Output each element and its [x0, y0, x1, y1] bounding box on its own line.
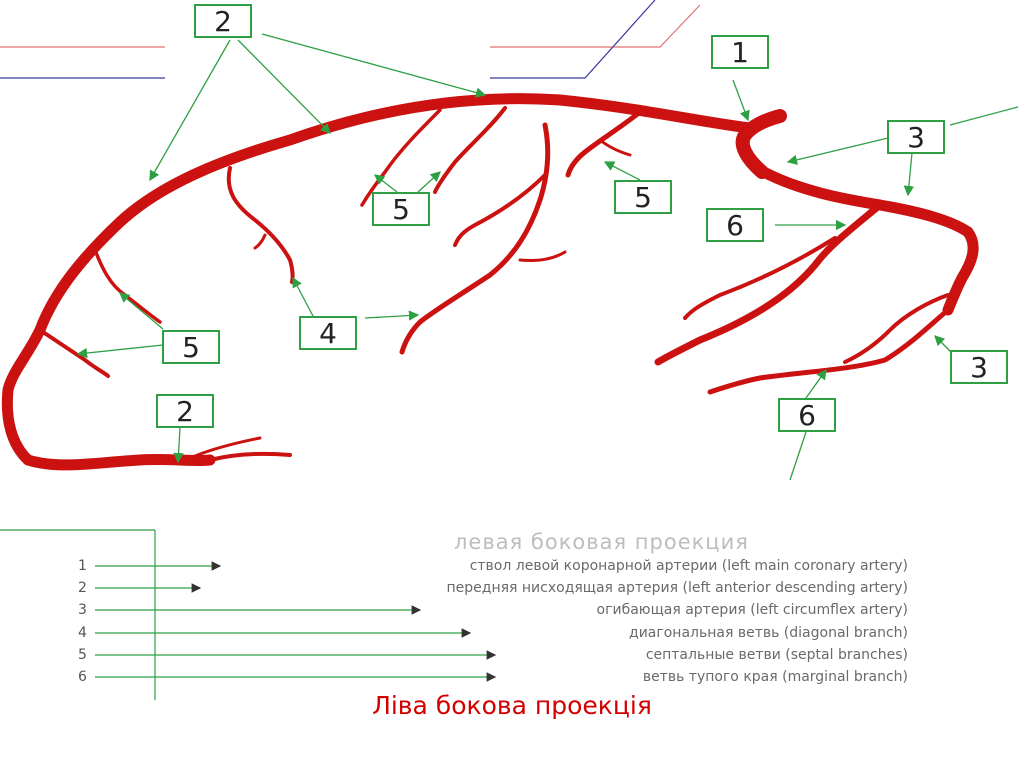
slide-caption: Ліва бокова проекція [372, 691, 652, 720]
callout-label-5-right: 5 [614, 180, 672, 214]
artery-tree [1, 93, 979, 471]
legend-item-text: огибающая артерия (left circumflex arter… [596, 602, 908, 618]
legend-item-text: ветвь тупого края (marginal branch) [642, 669, 908, 685]
callout-label-2-top: 2 [194, 4, 252, 38]
callout-label-4: 4 [299, 316, 357, 350]
legend-item-text: диагональная ветвь (diagonal branch) [629, 625, 908, 641]
legend-number: 6 [78, 669, 87, 685]
legend-number: 3 [78, 602, 87, 618]
legend-item-text: ствол левой коронарной артерии (left mai… [469, 558, 908, 574]
callout-label-3-top: 3 [887, 120, 945, 154]
callout-label-6-upper: 6 [706, 208, 764, 242]
legend-number: 2 [78, 580, 87, 596]
marginal-branch-2 [707, 307, 951, 395]
callout-label-2-bottom: 2 [156, 394, 214, 428]
legend-number: 1 [78, 558, 87, 574]
septal-branch-3 [93, 248, 162, 324]
septal-branch-1 [433, 106, 507, 194]
legend-item-text: передняя нисходящая артерия (left anteri… [446, 580, 909, 596]
callout-label-1: 1 [711, 35, 769, 69]
decorative-lines [0, 0, 701, 79]
lad-artery [1, 93, 756, 471]
callout-label-5-left: 5 [162, 330, 220, 364]
callout-label-3-bottom: 3 [950, 350, 1008, 384]
legend-item-text: септальные ветви (septal branches) [645, 647, 908, 663]
legend-number: 5 [78, 647, 87, 663]
callout-arrows [76, 33, 1019, 481]
diagonal-branch [399, 122, 551, 355]
legend-number: 4 [78, 625, 87, 641]
left-main-trunk [735, 109, 787, 179]
septal-branch-2 [565, 109, 643, 178]
marginal-branch-1 [654, 201, 884, 366]
callout-label-6-bottom: 6 [778, 398, 836, 432]
branch-4 [226, 166, 295, 284]
legend-arrows [0, 529, 497, 700]
legend-title: левая боковая проекция [454, 530, 749, 554]
callout-label-5-upper: 5 [372, 192, 430, 226]
circumflex-artery [754, 164, 979, 316]
